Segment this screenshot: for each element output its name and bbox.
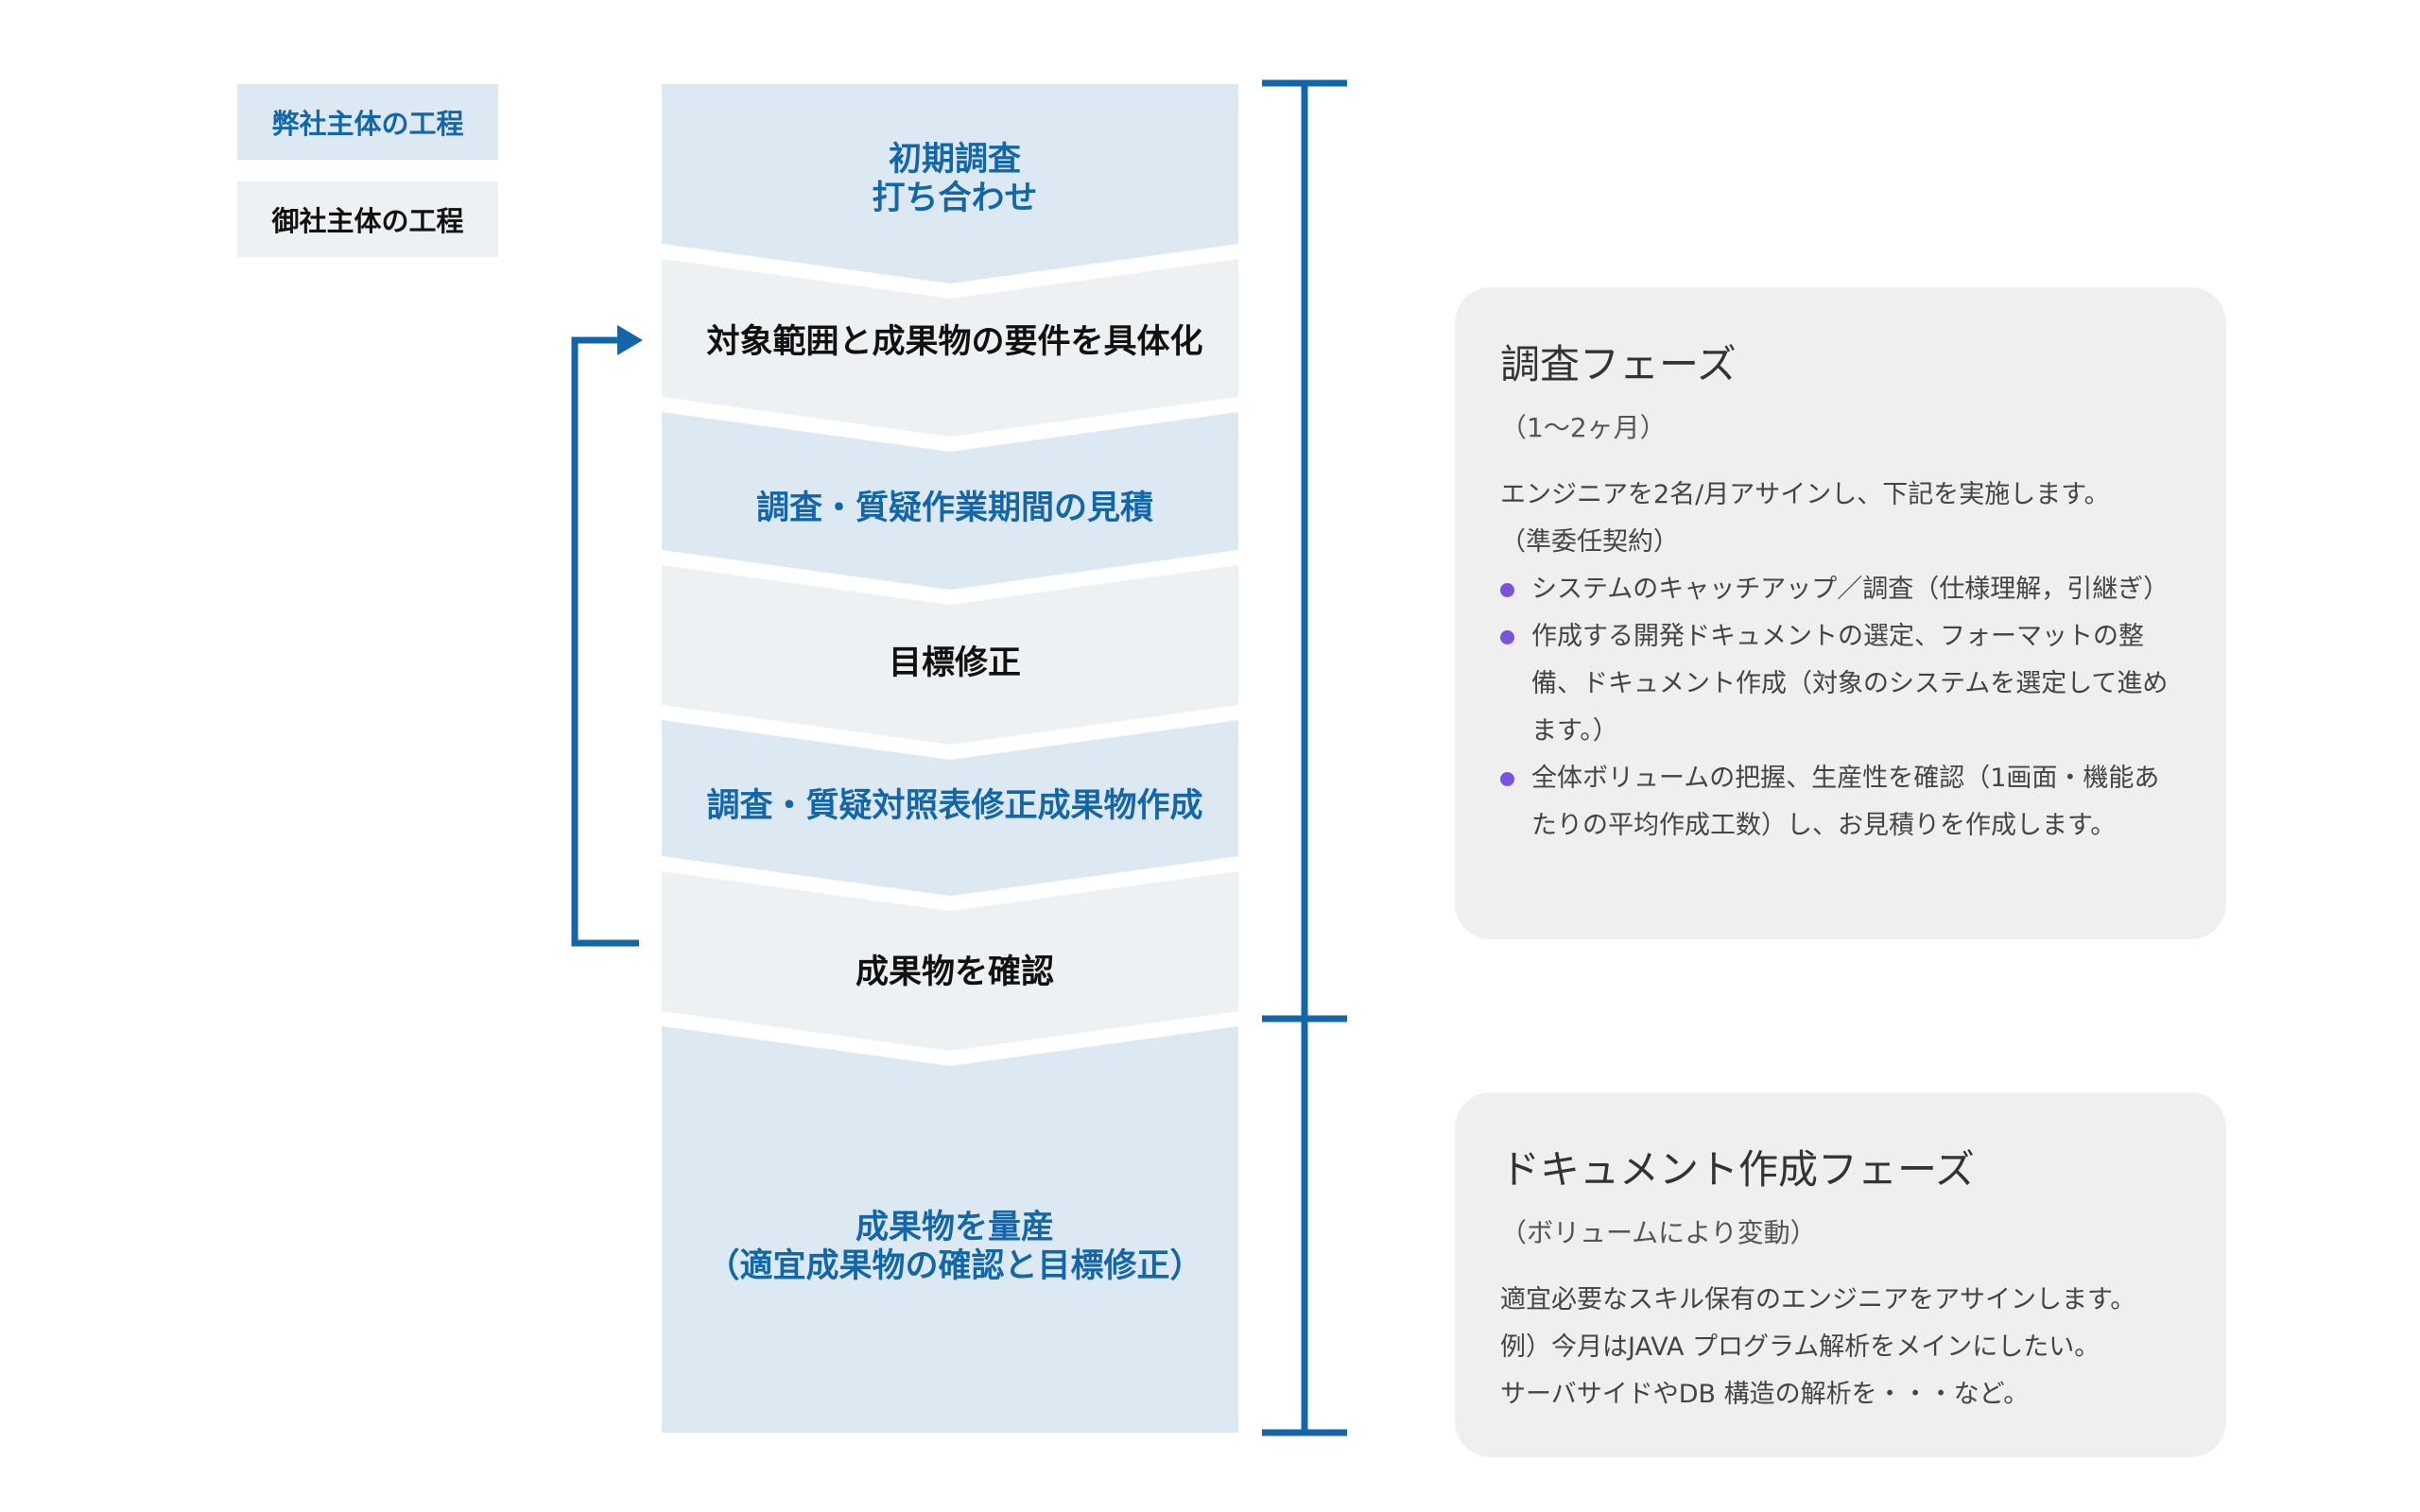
phase-subtitle: （ボリュームにより変動） — [1500, 1217, 1817, 1248]
phase-intro-line: 例）今月はJAVA プログラム解析をメインにしたい。 — [1500, 1332, 2100, 1362]
step-shape-5 — [662, 720, 1238, 896]
phase-bullet-list: システムのキャッチアップ／調査（仕様理解，引継ぎ） 作成する開発ドキュメントの選… — [1500, 566, 2181, 850]
list-item: 作成する開発ドキュメントの選定、フォーマットの整備、ドキュメント作成（対象のシス… — [1500, 613, 2181, 755]
step-4-label: 目標修正 — [888, 644, 1021, 682]
phase-title: 調査フェーズ — [1500, 341, 1737, 387]
step-shape-4 — [662, 565, 1238, 745]
phase-title: ドキュメント作成フェーズ — [1500, 1146, 1975, 1193]
loop-arrow-icon — [571, 325, 643, 947]
step-shape-6 — [662, 871, 1238, 1051]
step-1-label: 初期調査打ち合わせ — [872, 141, 1038, 217]
step-shape-3 — [662, 412, 1238, 590]
step-2-label: 対象範囲と成果物の要件を具体化 — [706, 322, 1203, 361]
phase-intro-line: サーバサイドやDB 構造の解析を・・・など。 — [1500, 1380, 2030, 1409]
legend-yours-process: 御社主体の工程 — [237, 181, 498, 257]
list-item: システムのキャッチアップ／調査（仕様理解，引継ぎ） — [1500, 566, 2181, 613]
step-shape-1 — [662, 84, 1238, 284]
phase-bracket-icon — [1262, 79, 1347, 1436]
phase-card-investigation: 調査フェーズ （1〜2ヶ月） エンジニアを2名/月アサインし、下記を実施します。… — [1455, 287, 2226, 939]
bullet-dot-icon — [1500, 583, 1514, 597]
step-shape-2 — [662, 259, 1238, 437]
step-6-label: 成果物を確認 — [855, 953, 1054, 991]
list-item: 全体ボリュームの把握、生産性を確認（1画面・機能あたりの平均作成工数）し、お見積… — [1500, 755, 2181, 850]
bullet-dot-icon — [1500, 630, 1514, 644]
phase-intro-line: エンジニアを2名/月アサインし、下記を実施します。 — [1500, 480, 2110, 509]
bullet-dot-icon — [1500, 772, 1514, 786]
step-5-label: 調査・質疑対照表修正成果物作成 — [706, 786, 1203, 825]
phase-subtitle: （1〜2ヶ月） — [1500, 412, 1667, 443]
step-shape-7 — [662, 1026, 1238, 1433]
step-7-label: 成果物を量産（適宜成果物の確認と目標修正） — [706, 1209, 1203, 1285]
legend-ours-process: 弊社主体の工程 — [237, 84, 498, 160]
phase-intro-line: （準委任契約） — [1500, 527, 1679, 557]
phase-card-documentation: ドキュメント作成フェーズ （ボリュームにより変動） 適宜必要なスキル保有のエンジ… — [1455, 1092, 2226, 1457]
step-3-label: 調査・質疑作業期間の見積 — [755, 489, 1153, 527]
phase-intro-line: 適宜必要なスキル保有のエンジニアをアサインします。 — [1500, 1285, 2136, 1314]
